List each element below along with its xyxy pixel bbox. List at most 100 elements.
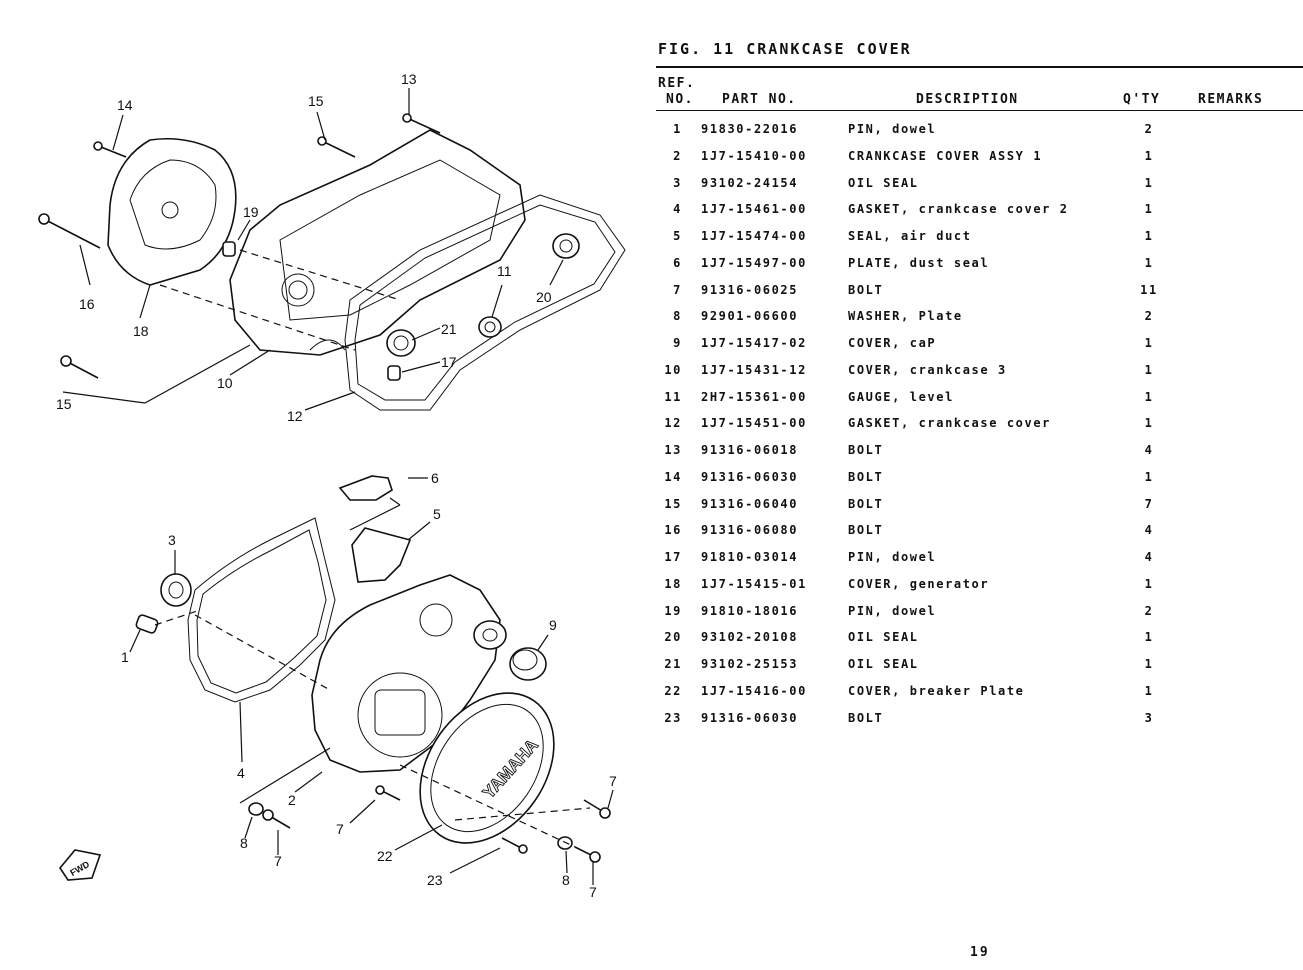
quantity: 1 [1144,683,1154,698]
part-description: BOLT [848,469,884,484]
quantity: 1 [1144,630,1154,645]
ref-number: 22 [664,683,682,698]
callout-13: 13 [401,71,417,87]
cover-cap-part [509,647,547,681]
quantity: 4 [1144,443,1154,457]
callout-11: 11 [497,263,512,279]
callout-1: 1 [121,649,129,665]
callout-15-top: 15 [308,93,324,109]
leader-lines-upper [62,88,564,411]
ref-number: 18 [664,576,682,591]
ref-number: 9 [673,336,682,350]
crankcase-gasket-part [344,194,626,411]
table-row: 18 1J7-15415-01 COVER, generator 1 [656,571,1303,598]
callout-20: 20 [536,289,552,305]
part-description: OIL SEAL [848,630,919,645]
dowel-pin-17-part [387,365,401,381]
part-number: 91316-06040 [701,496,799,511]
callout-7-mid: 7 [336,821,344,837]
part-description: BOLT [848,523,884,538]
ref-number: 17 [664,550,682,564]
breaker-plate-cover-part: YAMAHA [419,692,555,844]
part-number: 1J7-15410-00 [701,148,807,163]
ref-number: 7 [673,282,682,297]
ref-number: 12 [664,416,682,431]
part-description: WASHER, Plate [848,309,963,324]
quantity: 11 [1140,282,1158,297]
part-description: SEAL, air duct [848,229,972,243]
quantity: 1 [1144,175,1154,190]
quantity: 1 [1144,148,1154,163]
table-row: 7 91316-06025 BOLT 11 [656,277,1303,304]
part-number: 1J7-15474-00 [701,229,807,243]
ref-number: 13 [664,443,682,457]
ref-number: 23 [664,710,682,725]
page-number: 19 [970,945,990,960]
part-number: 91810-18016 [701,603,799,618]
part-description: OIL SEAL [848,657,919,671]
table-row: 2 1J7-15410-00 CRANKCASE COVER ASSY 1 1 [656,143,1303,170]
callout-2: 2 [288,792,296,808]
header-qty: Q'TY [1123,92,1161,107]
quantity: 1 [1144,416,1154,431]
part-description: CRANKCASE COVER ASSY 1 [848,148,1043,163]
callout-9: 9 [549,617,557,633]
quantity: 1 [1144,389,1154,404]
ref-number: 20 [664,630,682,645]
part-number: 2H7-15361-00 [701,389,807,404]
part-description: GASKET, crankcase cover 2 [848,202,1069,217]
callout-16: 16 [79,296,95,312]
callout-18: 18 [133,323,149,339]
quantity: 7 [1144,496,1154,511]
quantity: 1 [1144,576,1154,591]
ref-number: 15 [664,496,682,511]
part-description: COVER, breaker Plate [848,683,1025,698]
ref-number: 2 [673,148,682,163]
part-description: BOLT [848,282,884,297]
ref-number: 21 [664,657,682,671]
part-number: 1J7-15416-00 [701,683,807,698]
part-description: PIN, dowel [848,603,937,618]
header-description: DESCRIPTION [916,92,1019,107]
callout-22: 22 [377,848,393,864]
header-no: NO. [666,92,694,107]
ref-number: 4 [673,202,682,217]
callout-6: 6 [431,470,439,486]
header-ref: REF. [658,76,696,91]
callout-8-right: 8 [562,872,570,888]
part-description: COVER, generator [848,576,990,591]
callout-23: 23 [427,872,443,888]
oil-seal-cover-part [473,620,507,650]
part-number: 91316-06018 [701,443,799,457]
oil-seal-20-part [552,233,580,259]
callout-7-bottom: 7 [589,884,597,900]
quantity: 2 [1144,122,1154,136]
leader-lines-lower [129,477,614,885]
part-description: COVER, crankcase 3 [848,362,1007,377]
header-part-no: PART NO. [722,92,797,107]
part-number: 1J7-15431-12 [701,362,807,377]
part-number: 91316-06025 [701,282,799,297]
crankcase-gasket-2-part [187,517,336,703]
callout-7-left: 7 [274,853,282,869]
part-number: 91830-22016 [701,122,799,136]
bolts-upper [38,113,441,379]
part-number: 1J7-15415-01 [701,576,807,591]
exploded-parts-diagram: YAMAHA [0,0,650,970]
table-row: 4 1J7-15461-00 GASKET, crankcase cover 2 1 [656,196,1303,223]
generator-cover-part [107,137,237,286]
callout-8-left: 8 [240,835,248,851]
callout-10: 10 [217,375,233,391]
quantity: 1 [1144,469,1154,484]
quantity: 1 [1144,362,1154,377]
callout-19: 19 [243,204,259,220]
part-description: BOLT [848,496,884,511]
quantity: 1 [1144,202,1154,217]
callout-14: 14 [117,97,133,113]
quantity: 1 [1144,255,1154,270]
part-number: 1J7-15461-00 [701,202,807,217]
